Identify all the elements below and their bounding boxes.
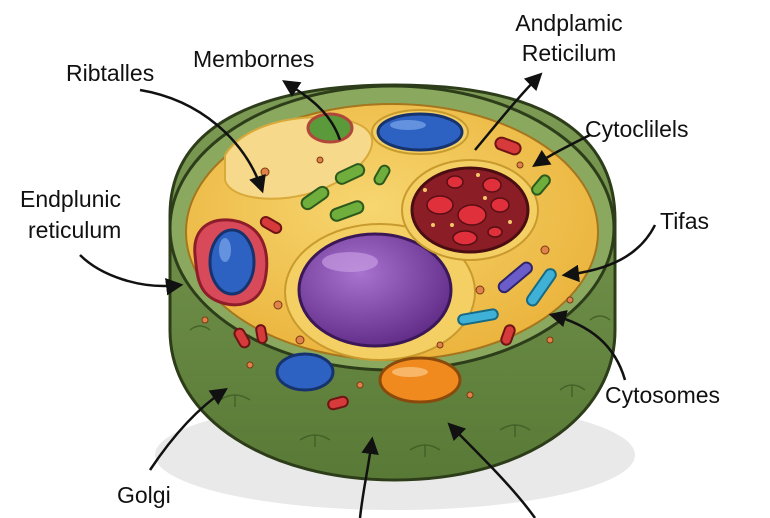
nucleus (297, 232, 453, 348)
arrow-membornes (282, 80, 342, 141)
label-endplunic-2: reticulum (28, 217, 122, 243)
arrow-cytosomes (548, 310, 627, 381)
vacuole-granules (426, 175, 510, 246)
label-arrows (79, 72, 657, 518)
label-cytoclilels: Cytoclilels (585, 116, 689, 142)
green-organelle (306, 112, 354, 144)
blue-organelle-bottom (275, 352, 335, 392)
label-golgi: Golgi (117, 482, 171, 508)
label-andplamic-2: Reticilum (521, 40, 617, 66)
label-cytosomes: Cytosomes (605, 382, 721, 408)
mitochondrion (378, 356, 462, 404)
arrow-endplunic (79, 254, 184, 296)
wall-pattern (189, 315, 611, 457)
label-tifas: Tifas (660, 208, 709, 234)
arrow-bottom-right (447, 422, 537, 518)
label-endplunic-1: Endplunic (20, 186, 122, 212)
blue-organelle-left (208, 228, 256, 296)
arrow-ribtalles (139, 88, 266, 194)
arrow-bottom-center (358, 436, 379, 518)
arrow-golgi (148, 388, 228, 471)
label-andplamic-1: Andplamic (515, 10, 623, 36)
vacuole-dots (423, 173, 512, 227)
arrow-tifas (561, 224, 657, 283)
label-membornes: Membornes (193, 46, 315, 72)
small-beads (201, 156, 574, 399)
chloroplast-rods (300, 163, 551, 222)
blue-organelle-top (376, 112, 464, 152)
label-ribtalles: Ribtalles (66, 60, 155, 86)
arrow-andplamic (474, 72, 543, 151)
red-capsules (233, 136, 522, 411)
arrow-cytoclilels (532, 133, 591, 167)
